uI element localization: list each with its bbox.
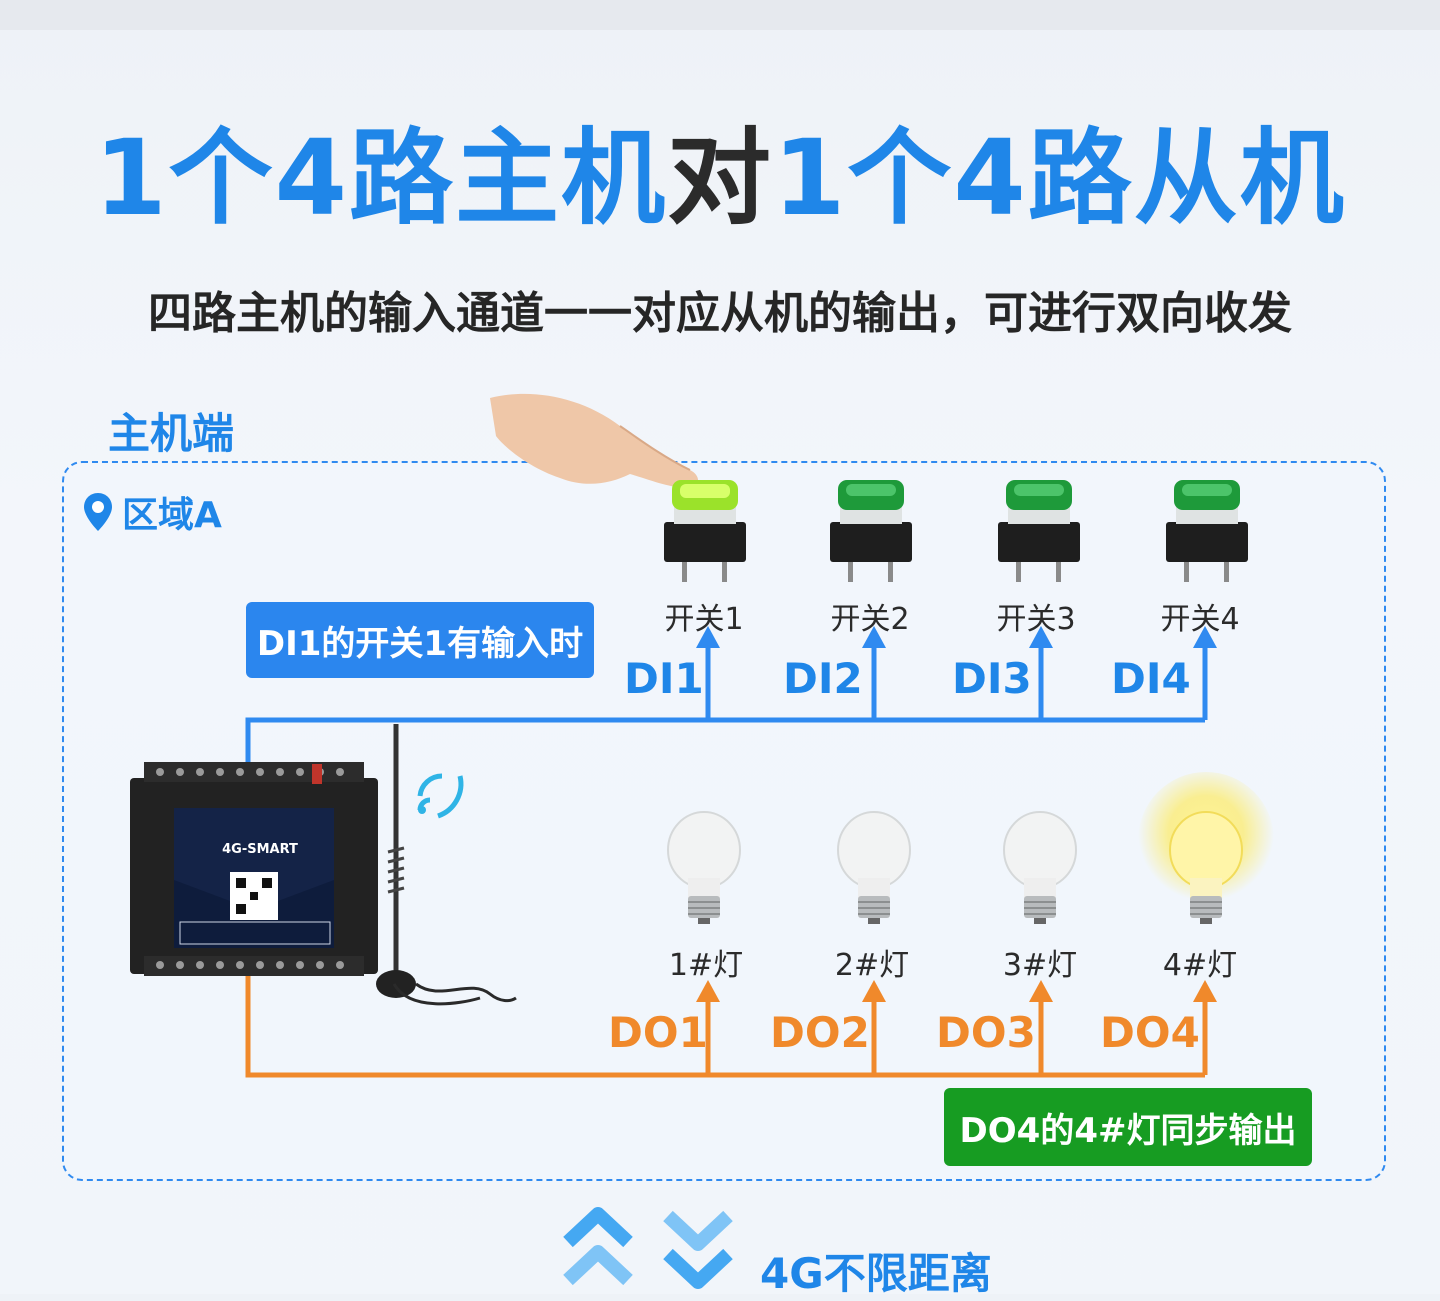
device-name: 4G-SMART	[222, 842, 298, 857]
title-connector: 对	[666, 117, 773, 239]
location-pin-icon	[84, 493, 112, 531]
lamp-4-lit-image	[1138, 772, 1274, 924]
switch-1-label: 开关1	[664, 602, 744, 637]
bidirectional-chevrons-icon	[563, 1207, 733, 1289]
di4-label: DI4	[1111, 654, 1191, 703]
switch-4-label: 开关4	[1160, 602, 1240, 637]
do-wires	[245, 965, 1208, 1078]
lamp-2-image	[837, 811, 911, 924]
do2-label: DO2	[770, 1008, 870, 1057]
subtitle: 四路主机的输入通道一一对应从机的输出，可进行双向收发	[148, 288, 1292, 339]
zone-label: 区域A	[82, 486, 222, 538]
footer-4g-distance: 4G不限距离	[760, 1249, 992, 1298]
switch-3-label: 开关3	[996, 602, 1076, 637]
switch-4-image	[1166, 480, 1248, 582]
4g-controller-image	[130, 762, 378, 976]
switch-2-label: 开关2	[830, 602, 910, 637]
switch-3-image	[998, 480, 1080, 582]
title-slave: 1个4路从机	[773, 117, 1346, 239]
do3-label: DO3	[936, 1008, 1036, 1057]
top-band	[0, 0, 1440, 30]
zone-label-text: 区域A	[122, 495, 222, 536]
wireless-signal-icon	[417, 773, 464, 819]
di-arrows	[696, 626, 1217, 648]
di2-label: DI2	[783, 654, 863, 703]
output-callout: DO4的4#灯同步输出	[944, 1088, 1312, 1166]
di3-label: DI3	[952, 654, 1032, 703]
host-side-label: 主机端	[108, 409, 235, 458]
switch-1-image	[664, 480, 746, 582]
input-callout: DI1的开关1有输入时	[246, 602, 594, 678]
hand-image	[490, 393, 699, 488]
lamp-1-image	[667, 811, 741, 924]
di1-label: DI1	[624, 654, 704, 703]
do4-label: DO4	[1100, 1008, 1200, 1057]
lamp-4-label: 4#灯	[1162, 948, 1238, 983]
do-arrows	[696, 980, 1217, 1002]
lamp-1-label: 1#灯	[668, 948, 744, 983]
lamp-2-label: 2#灯	[834, 948, 910, 983]
lamp-3-image	[1003, 811, 1077, 924]
di-wires	[245, 645, 1208, 780]
title-host: 1个4路主机	[94, 117, 667, 239]
antenna-image	[376, 724, 517, 1006]
switch-2-image	[830, 480, 912, 582]
do1-label: DO1	[608, 1008, 708, 1057]
page-title: 1个4路主机对1个4路从机	[0, 118, 1440, 238]
lamp-3-label: 3#灯	[1002, 948, 1078, 983]
